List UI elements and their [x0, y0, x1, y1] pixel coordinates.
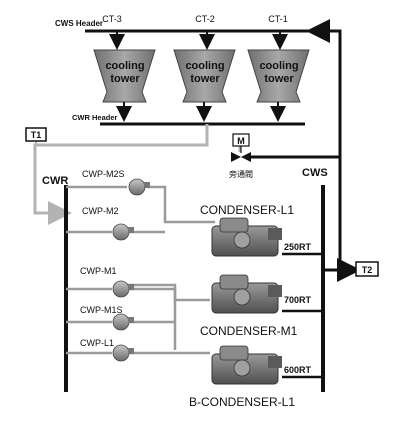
capacity-label-600rt: 600RT	[284, 365, 312, 375]
cws-main-label: CWS	[302, 167, 328, 179]
cws-header-label: CWS Header	[55, 19, 103, 28]
chiller-unit-3	[211, 345, 282, 385]
chiller-unit-1	[211, 217, 282, 257]
tower-id-ct1: CT-1	[268, 14, 288, 24]
pump-label-cwp-l1: CWP-L1	[80, 338, 114, 348]
condenser-label-b-l1: B-CONDENSER-L1	[189, 395, 295, 409]
ct2-label-line2: tower	[190, 73, 220, 85]
condenser-label-m1: CONDENSER-M1	[200, 324, 298, 338]
capacity-label-700rt: 700RT	[284, 295, 312, 305]
cwr-header-label: CWR Header	[72, 113, 118, 122]
ct1-label-line1: cooling	[259, 60, 298, 72]
bypass-valve-label: 旁通閥	[229, 169, 253, 179]
tower-id-ct2: CT-2	[195, 14, 215, 24]
t1-sensor: T1	[25, 127, 47, 142]
t2-label: T2	[362, 265, 373, 275]
valve-motor-symbol: M	[237, 136, 245, 146]
cooling-tower-ct2: cooling tower	[173, 49, 236, 103]
pump-suction-lines	[66, 185, 127, 355]
bypass-valve: M	[231, 133, 251, 162]
ct2-label-line1: cooling	[185, 60, 224, 72]
cwr-main-label: CWR	[42, 175, 68, 187]
cooling-tower-ct3: cooling tower	[93, 49, 156, 103]
pump-cwp-m2s	[128, 178, 150, 196]
ct1-label-line2: tower	[264, 73, 294, 85]
t1-label: T1	[31, 130, 42, 140]
chiller-unit-2	[211, 274, 282, 314]
t2-sensor: T2	[355, 261, 379, 277]
pump-discharge-lines	[128, 185, 215, 355]
pump-label-cwp-m2s: CWP-M2S	[82, 169, 125, 179]
condenser-label-l1: CONDENSER-L1	[200, 203, 294, 217]
pump-cwp-m2	[112, 223, 134, 241]
cooling-tower-ct1: cooling tower	[247, 49, 310, 103]
pump-label-cwp-m1: CWP-M1	[80, 266, 117, 276]
pump-cwp-m1	[112, 280, 134, 298]
chiller-outlet-lines	[282, 252, 323, 379]
ct3-label-line1: cooling	[105, 60, 144, 72]
ct3-label-line2: tower	[110, 73, 140, 85]
pump-label-cwp-m1s: CWP-M1S	[80, 305, 123, 315]
pump-cwp-l1	[112, 344, 134, 362]
tower-id-ct3: CT-3	[102, 14, 122, 24]
capacity-label-250rt: 250RT	[284, 242, 312, 252]
pump-cwp-m1s	[112, 313, 134, 331]
cws-supply-riser	[306, 19, 342, 160]
pump-label-cwp-m2: CWP-M2	[82, 206, 119, 216]
